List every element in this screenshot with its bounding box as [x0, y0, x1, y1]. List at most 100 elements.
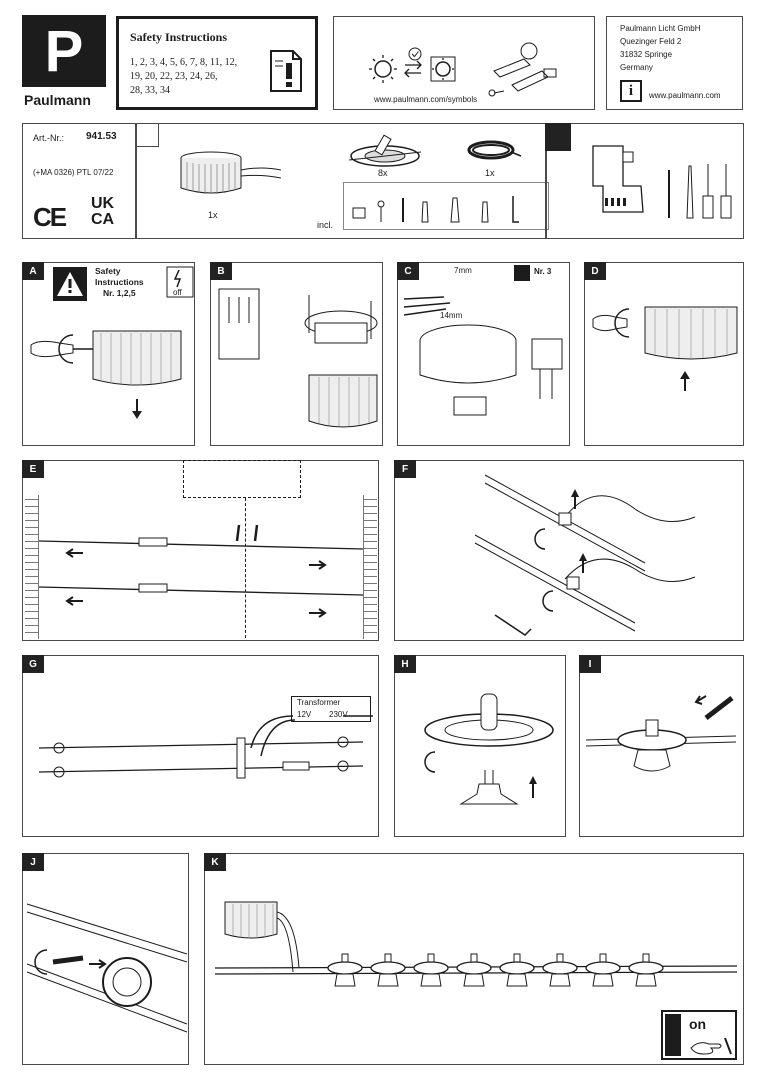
voltage-230v: 230V	[329, 710, 348, 719]
reattach-housing-illustration	[592, 306, 738, 391]
logo-block: P Paulmann	[22, 15, 106, 109]
ce-mark: CE	[33, 202, 67, 232]
included-label: incl.	[317, 220, 334, 230]
step-label: E	[22, 460, 44, 478]
adjust-lamp-illustration	[26, 903, 188, 1033]
safety-pages-line: 1, 2, 3, 4, 5, 6, 7, 8, 11, 12,	[130, 57, 238, 68]
required-tools-illustration	[592, 145, 732, 219]
step-c-panel: C 7mm 14mm Nr. 3	[397, 262, 570, 446]
spotlight	[585, 953, 621, 987]
step-label: K	[204, 853, 226, 871]
safety-instructions-box: Safety Instructions 1, 2, 3, 4, 5, 6, 7,…	[116, 16, 318, 110]
step-label: F	[394, 460, 416, 478]
spotlight-row	[327, 953, 664, 987]
wall-left	[25, 495, 39, 639]
light-adjust-icon	[369, 47, 456, 83]
step-label: A	[22, 262, 44, 280]
step-k-panel: K on	[204, 853, 744, 1065]
article-number: 941.53	[86, 131, 117, 142]
hardware-kit-icons	[352, 196, 519, 223]
mount-bracket-illustration	[218, 288, 378, 428]
company-street: Quezinger Feld 2	[620, 37, 682, 46]
package-contents-icon	[135, 123, 159, 147]
transformer-quantity: 1x	[208, 210, 218, 220]
ukca-mark: CA	[91, 211, 115, 228]
step-f-panel: F	[394, 460, 744, 641]
cable-illustration	[467, 140, 522, 160]
tools-icon	[545, 123, 571, 151]
brand-name: Paulmann	[24, 92, 91, 108]
step-label: B	[210, 262, 232, 280]
power-off-label: off	[173, 288, 182, 297]
warning-reference: Nr. 1,2,5	[103, 288, 136, 298]
center-divider	[245, 498, 246, 638]
step-d-panel: D	[584, 262, 744, 446]
step-label: C	[397, 262, 419, 280]
step-a-panel: A Safety Instructions Nr. 1,2,5 off	[22, 262, 195, 446]
warning-title: Safety	[95, 266, 121, 276]
spotlight	[327, 953, 363, 987]
logo-mark: P	[22, 15, 106, 87]
unscrew-housing-illustration	[30, 330, 182, 419]
symbols-box: www.paulmann.com/symbols	[333, 16, 595, 110]
wire-tension-illustration	[38, 524, 364, 618]
cable-quantity: 1x	[485, 168, 495, 178]
company-name: Paulmann Licht GmbH	[620, 24, 701, 33]
step-e-panel: E	[22, 460, 379, 641]
divider	[545, 124, 547, 238]
info-icon: i	[620, 80, 642, 102]
switch-hand-icon	[690, 1037, 732, 1055]
spotlight	[628, 953, 664, 987]
warning-triangle-icon	[53, 267, 87, 301]
wiring-illustration	[403, 296, 563, 416]
ukca-mark: UK	[91, 195, 115, 212]
transformer-label-box	[291, 696, 371, 722]
detail-callout	[183, 460, 301, 498]
mounting-symbol-icon	[488, 42, 557, 97]
step-label: G	[22, 655, 44, 673]
wire-length-label: 14mm	[440, 311, 463, 320]
step-label: H	[394, 655, 416, 673]
step-label: D	[584, 262, 606, 280]
transformer-illustration	[180, 151, 282, 194]
lights-quantity: 8x	[378, 168, 388, 178]
step-h-panel: H	[394, 655, 566, 837]
safety-pages-line: 19, 20, 22, 23, 24, 26,	[130, 71, 218, 82]
company-city: 31832 Springe	[620, 50, 673, 59]
step-label: I	[579, 655, 601, 673]
address-box: Paulmann Licht GmbH Quezinger Feld 2 318…	[606, 16, 743, 110]
wall-right	[363, 495, 377, 639]
spotlight	[370, 953, 406, 987]
step-g-panel: G Transformer 12V 230V	[22, 655, 379, 837]
spotlight	[499, 953, 535, 987]
spotlight	[456, 953, 492, 987]
step-i-panel: I	[579, 655, 744, 837]
tighten-screw-illustration	[585, 695, 737, 772]
power-on-box: on	[661, 1010, 737, 1060]
cable-connect-illustration	[474, 474, 696, 636]
power-off-icon	[166, 266, 194, 298]
spotlight	[542, 953, 578, 987]
website-link[interactable]: www.paulmann.com	[649, 91, 721, 100]
product-reference: (+MA 0326) PTL 07/22	[33, 168, 114, 177]
divider	[135, 124, 137, 238]
voltage-12v: 12V	[297, 710, 312, 719]
warning-title: Instructions	[95, 277, 144, 287]
hardware-kit-box	[343, 182, 549, 230]
lamp-insert-illustration	[424, 693, 554, 805]
symbols-url[interactable]: www.paulmann.com/symbols	[374, 95, 478, 104]
transformer-label: Transformer	[297, 698, 341, 707]
power-on-label: on	[689, 1016, 707, 1032]
warning-reference: Nr. 3	[534, 267, 552, 276]
step-label: J	[22, 853, 44, 871]
spotlight-illustration	[348, 134, 422, 167]
safety-pages-line: 28, 33, 34	[130, 85, 170, 96]
article-label: Art.-Nr.:	[33, 133, 64, 143]
safety-title: Safety Instructions	[130, 30, 228, 44]
step-j-panel: J	[22, 853, 189, 1065]
step-b-panel: B	[210, 262, 383, 446]
strip-length-label: 7mm	[454, 266, 472, 275]
transformer-wiring-illustration	[38, 715, 373, 779]
company-country: Germany	[620, 63, 653, 72]
spotlight	[413, 953, 449, 987]
